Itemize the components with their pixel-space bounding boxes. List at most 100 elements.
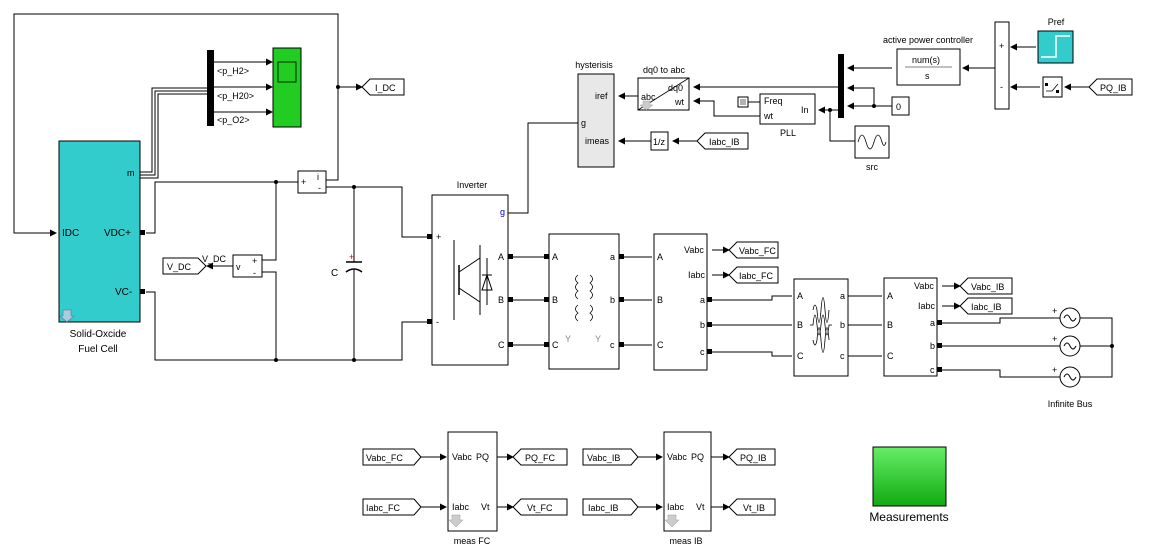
line-port-b: B: [797, 320, 803, 330]
line-port-a-out: a: [840, 291, 845, 301]
from-vabc-fc-label: Vabc_FC: [366, 453, 403, 463]
manual-switch-block[interactable]: [1042, 76, 1063, 98]
sine-wave-icon: [857, 134, 887, 150]
goto-vt-fc-label: Vt_FC: [527, 503, 553, 513]
from-iabc-ib-2[interactable]: Iabc_IB: [582, 498, 639, 516]
constant-zero-block[interactable]: 0: [891, 96, 910, 116]
current-measurement-block[interactable]: + i -: [297, 170, 327, 194]
unit-delay-block[interactable]: 1/z: [650, 131, 669, 151]
line-inductance-block[interactable]: A B C a b c: [793, 278, 849, 377]
from-iabc-fc[interactable]: Iabc_FC: [362, 498, 422, 516]
from-vabc-ib[interactable]: Vabc_IB: [582, 448, 639, 466]
infinite-bus-block[interactable]: + + + Infinite Bus: [1048, 306, 1094, 409]
sum-plus: +: [999, 41, 1004, 51]
dq0-port-dq0: dq0: [668, 83, 683, 93]
power-wires: [146, 181, 1113, 378]
sum-block[interactable]: + -: [994, 21, 1010, 110]
inverter-block[interactable]: Inverter g + - A B C: [427, 180, 513, 366]
goto-pq-ib[interactable]: PQ_IB: [728, 448, 776, 466]
source-b-plus: +: [1052, 334, 1057, 344]
dq0-title: dq0 to abc: [643, 65, 686, 75]
fuel-cell-label-1: Solid-Oxcide: [70, 329, 127, 340]
meas-fc-vt: Vt: [481, 502, 490, 512]
goto-vabc-fc[interactable]: Vabc_FC: [728, 241, 779, 259]
inverter-port-b: B: [498, 295, 504, 305]
mask-arrow-icon: [448, 514, 464, 528]
apc-den: s: [925, 71, 930, 81]
from-iabc-ib[interactable]: Iabc_IB: [696, 132, 749, 150]
switch-icon: [1046, 83, 1059, 92]
dq0-to-abc-block[interactable]: dq0 to abc dq0 abc wt: [637, 65, 690, 111]
control-wires: [421, 43, 1089, 511]
goto-iabc-fc[interactable]: Iabc_FC: [728, 266, 779, 284]
goto-vabc-fc-label: Vabc_FC: [739, 246, 776, 256]
goto-iabc-ib[interactable]: Iabc_IB: [959, 297, 1013, 315]
voltage-measurement-block[interactable]: v + - V_DC: [202, 254, 263, 278]
hysteresis-block[interactable]: hysterisis iref g imeas: [575, 60, 615, 168]
voltage-meas-label: v: [236, 262, 241, 272]
vi-measurement-fc-block[interactable]: Vabc Iabc A B C a b c: [653, 233, 712, 371]
src-label: src: [866, 162, 878, 172]
hysteresis-port-iref: iref: [595, 91, 608, 101]
goto-vt-ib[interactable]: Vt_IB: [728, 498, 776, 516]
from-vabc-fc[interactable]: Vabc_FC: [362, 448, 422, 466]
meas-fc-iabc: Iabc: [452, 502, 470, 512]
fc-port-vdc: VDC+: [104, 228, 131, 239]
vi-ib-vabc: Vabc: [914, 281, 934, 291]
goto-v-dc[interactable]: V_DC: [162, 257, 207, 275]
ac-source-icon: +: [1048, 306, 1094, 329]
src-block[interactable]: src: [854, 125, 890, 172]
line-port-b-out: b: [840, 320, 845, 330]
xfmr-port-a-in: A: [552, 252, 558, 262]
vi-fc-port-b: B: [657, 295, 663, 305]
pll-block[interactable]: Freq wt In PLL: [737, 93, 816, 138]
vi-fc-port-c: C: [657, 340, 664, 350]
capacitor-block[interactable]: + C: [331, 250, 363, 282]
scope-block[interactable]: [272, 47, 302, 128]
apc-title: active power controller: [883, 35, 973, 45]
inverter-port-plus: +: [436, 232, 441, 242]
signal-wires: [13, 13, 363, 270]
pref-label: Pref: [1048, 17, 1065, 27]
hysteresis-port-imeas: imeas: [585, 136, 610, 146]
source-c-plus: +: [1052, 365, 1057, 375]
meas-ib-block[interactable]: Vabc PQ Iabc Vt meas IB: [663, 431, 712, 546]
meas-fc-pq: PQ: [476, 452, 489, 462]
xfmr-y-right: Y: [595, 334, 601, 344]
fc-port-m: m: [127, 168, 135, 178]
goto-i-dc[interactable]: I_DC: [361, 78, 405, 96]
fc-port-vc: VC-: [115, 287, 132, 298]
vi-ib-port-a: A: [887, 291, 893, 301]
vi-ib-port-c: C: [887, 351, 894, 361]
capacitor-label: C: [331, 268, 338, 279]
meas-fc-block[interactable]: Vabc PQ Iabc Vt meas FC: [447, 431, 498, 546]
fuel-cell-label-2: Fuel Cell: [78, 344, 117, 355]
bus-signal-h20: <p_H20>: [217, 91, 254, 101]
goto-iabc-fc-label: Iabc_FC: [739, 271, 774, 281]
bus-creator-block[interactable]: [838, 54, 844, 118]
pref-step-block[interactable]: Pref: [1037, 17, 1074, 64]
xfmr-port-b-in: B: [552, 295, 558, 305]
measurements-block[interactable]: Measurements: [869, 446, 949, 524]
bus-selector-block[interactable]: <p_H2> <p_H20> <p_O2>: [207, 50, 254, 126]
bus-signal-h2: <p_H2>: [217, 66, 249, 76]
fuel-cell-block[interactable]: IDC VDC+ VC- m Solid-Oxcide Fuel Cell: [58, 140, 145, 355]
vi-ib-port-a-out: a: [930, 318, 935, 328]
from-pq-ib-label: PQ_IB: [1100, 83, 1127, 93]
active-power-controller-block[interactable]: active power controller num(s) s: [883, 35, 973, 86]
junctions: [274, 85, 1114, 362]
dq0-port-abc: abc: [641, 92, 656, 102]
goto-pq-fc[interactable]: PQ_FC: [512, 448, 568, 466]
inverter-port-a: A: [498, 252, 504, 262]
from-pq-ib[interactable]: PQ_IB: [1088, 78, 1133, 96]
ac-source-icon: +: [1048, 365, 1094, 388]
goto-vabc-ib[interactable]: Vabc_IB: [959, 277, 1013, 295]
vi-fc-port-a: A: [657, 252, 663, 262]
goto-vt-fc[interactable]: Vt_FC: [512, 498, 568, 516]
vi-measurement-ib-block[interactable]: Vabc Iabc A B C a b c: [883, 277, 942, 377]
vi-ib-port-b-out: b: [930, 341, 935, 351]
measurements-label: Measurements: [869, 510, 948, 524]
xfmr-y-left: Y: [565, 334, 571, 344]
transformer-block[interactable]: A B C a b c Y Y: [544, 233, 624, 370]
